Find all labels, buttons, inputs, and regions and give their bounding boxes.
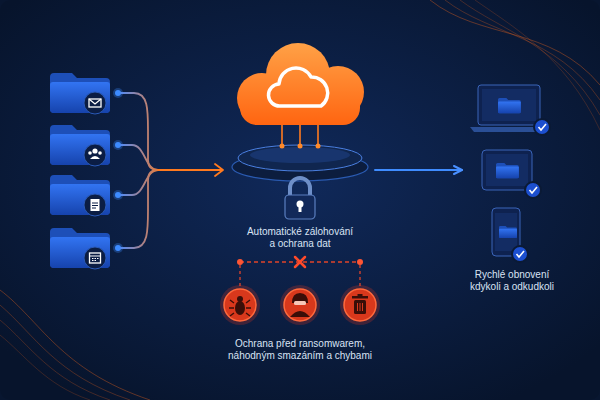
folder-badges (84, 92, 106, 269)
threat-dot (237, 259, 243, 265)
hacker-icon (294, 301, 306, 305)
folder-icon (50, 125, 110, 165)
threat-protection-node: Ochrana před ransomwarem, náhodným smazá… (220, 255, 380, 362)
swirl-line (475, 0, 600, 130)
threat-dot (357, 259, 363, 265)
users-icon (90, 156, 100, 159)
check-mark (530, 187, 538, 193)
threat-icons (220, 285, 380, 325)
bug-icon (235, 301, 245, 315)
link-dot (316, 144, 321, 149)
cloud-shape (237, 43, 364, 125)
check-badge (512, 246, 528, 262)
check-mark (539, 124, 547, 130)
calendar-icon (90, 256, 101, 261)
node-caption: Automatické zálohování a ochrana dat (245, 226, 355, 250)
users-icon (88, 151, 92, 155)
mail-icon (89, 99, 101, 104)
trash-icon (358, 303, 363, 311)
threat-glow (280, 285, 320, 325)
threat-drop-line (240, 265, 360, 287)
block-cross (295, 257, 305, 267)
swirl-line (0, 335, 90, 400)
link-dot (280, 144, 285, 149)
document-icon (92, 203, 98, 208)
badge-circle (84, 194, 106, 216)
merge-wire (121, 93, 158, 170)
platform-glow (250, 147, 350, 163)
badge-circle (84, 144, 106, 166)
tablet-display (486, 154, 528, 186)
lock-keyhole (299, 205, 302, 212)
bug-icon (237, 296, 243, 302)
threat-circle (224, 289, 256, 321)
swirl-line (0, 290, 150, 400)
merge-wire (121, 170, 158, 248)
swirl-line (0, 320, 110, 400)
lock-shackle (290, 178, 310, 196)
threat-circle (344, 289, 376, 321)
folder-icon (50, 175, 110, 215)
folder-icon (498, 98, 521, 113)
node-caption: Rychlé obnovení kdykoli a odkudkoli (466, 269, 558, 293)
merge-wire (121, 145, 158, 170)
restore-devices-node: Rychlé obnovení kdykoli a odkudkoli (462, 75, 562, 293)
swirl-line (430, 0, 600, 85)
merge-arrow (158, 164, 223, 176)
check-mark (517, 251, 525, 257)
badge-circle (84, 92, 106, 114)
mail-icon (89, 99, 101, 107)
folder-icon (499, 226, 517, 238)
folder-icon (50, 73, 110, 113)
document-icon (91, 199, 100, 211)
trash-icon (358, 294, 363, 297)
devices (470, 85, 550, 262)
calendar-icon (90, 253, 101, 263)
threat-circle (284, 289, 316, 321)
flow-arrow (375, 169, 462, 171)
laptop-screen (478, 85, 540, 125)
merge-wire (121, 170, 158, 195)
tablet-frame (482, 150, 532, 190)
lock-body (285, 195, 315, 219)
cloud-part (312, 66, 364, 118)
check-badge (525, 182, 541, 198)
users-icon (92, 148, 97, 153)
trash-icon (354, 300, 366, 314)
users-icon (98, 151, 102, 155)
hacker-icon (290, 311, 310, 317)
connector-dots (113, 88, 123, 253)
cloud-links (282, 125, 318, 146)
badge-circle (84, 247, 106, 269)
swirl-line (0, 305, 130, 400)
merge-wires (121, 93, 158, 248)
bug-icon (229, 300, 251, 316)
laptop-display (482, 89, 536, 121)
folder-icon (496, 163, 519, 178)
threat-glow (340, 285, 380, 325)
phone-display (495, 213, 517, 251)
folder-icon (50, 228, 110, 268)
cloud-icon (268, 68, 327, 106)
link-dot (298, 144, 303, 149)
node-caption: Ochrana před ransomwarem, náhodným smazá… (225, 338, 375, 362)
threat-glow (220, 285, 260, 325)
check-badge (534, 119, 550, 135)
backup-cloud-node: Automatické zálohování a ochrana dat (225, 42, 375, 250)
platform-top (238, 145, 362, 171)
